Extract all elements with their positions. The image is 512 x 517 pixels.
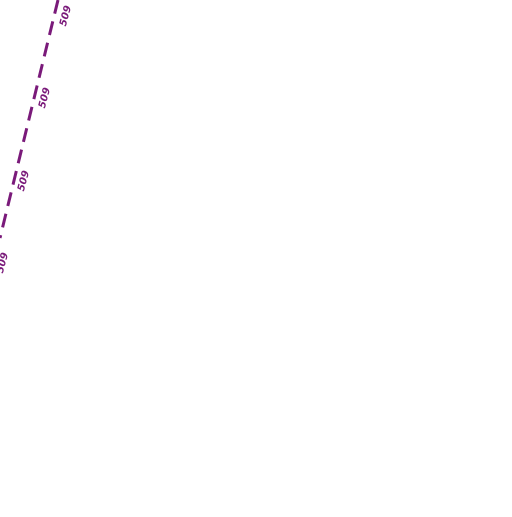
route-label: 509	[16, 169, 32, 192]
route-line	[0, 0, 60, 239]
route-label: 509	[37, 86, 53, 109]
route-label: 509	[0, 251, 11, 274]
route-label: 509	[58, 4, 74, 27]
